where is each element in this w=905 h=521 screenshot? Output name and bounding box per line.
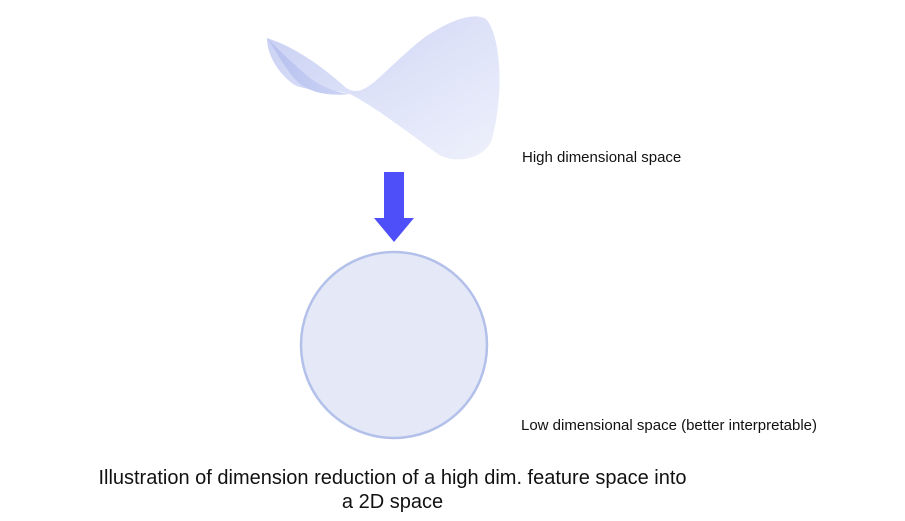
high-dimensional-surface (267, 16, 500, 160)
low-dimensional-label: Low dimensional space (better interpreta… (521, 417, 817, 434)
low-dimensional-circle (299, 250, 489, 440)
figure-caption: Illustration of dimension reduction of a… (40, 466, 745, 514)
caption-line-1: Illustration of dimension reduction of a… (98, 467, 687, 489)
high-dimensional-label: High dimensional space (522, 149, 682, 166)
down-arrow-icon (374, 172, 414, 242)
caption-line-2: a 2D space (341, 491, 444, 513)
